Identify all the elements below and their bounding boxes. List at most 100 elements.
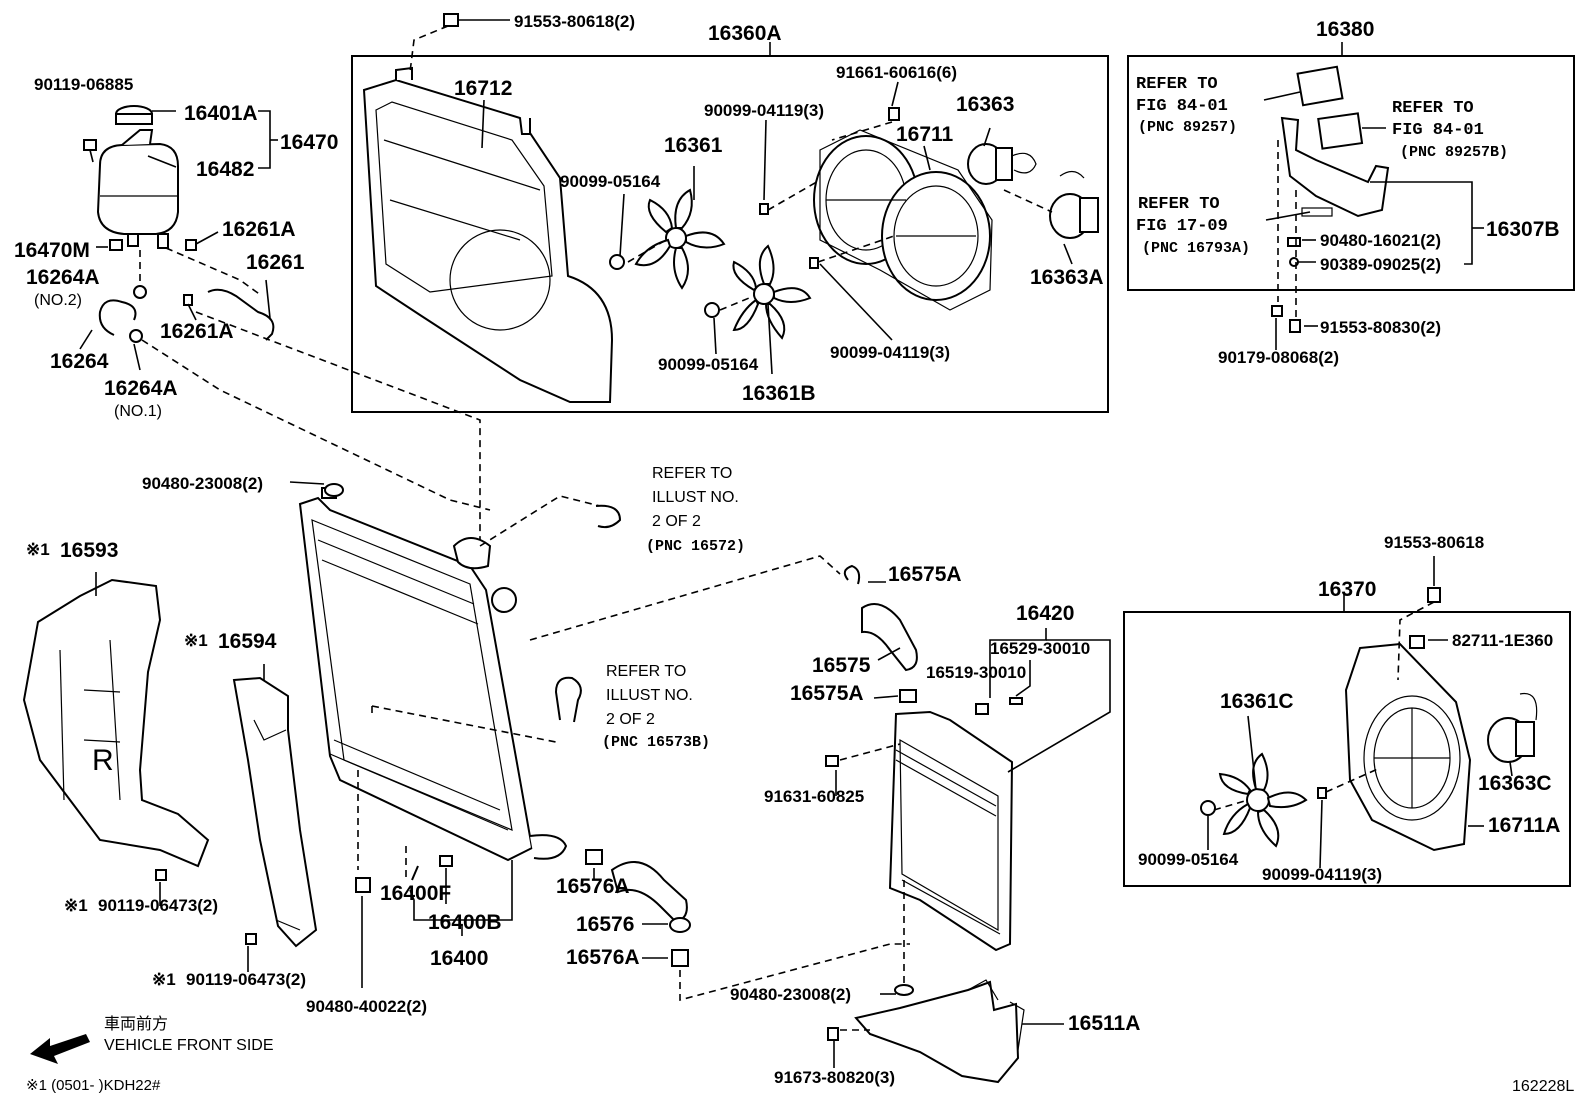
label-16470M: 16470M [14, 239, 90, 262]
label-90480-40022-2: 90480-40022(2) [306, 997, 427, 1016]
ref-16573B-line3: 2 OF 2 [606, 711, 655, 728]
label-16519-30010: 16519-30010 [926, 663, 1026, 682]
label-16361C: 16361C [1220, 690, 1294, 713]
hose-ref-16572 [595, 504, 622, 529]
radiator-16420 [888, 710, 1014, 952]
label-90119-06473-2-b: 90119-06473(2) [186, 970, 306, 989]
clamp-16576A-a [585, 849, 603, 865]
bolt-91631-60825 [825, 755, 839, 767]
shroud-16711A [1344, 642, 1472, 852]
label-16482: 16482 [196, 158, 254, 181]
cushion-90480-40022 [355, 877, 371, 893]
label-16575A-b: 16575A [790, 682, 864, 705]
group-box-16380 [1127, 55, 1575, 291]
front-arrow-icon [30, 1034, 90, 1064]
clip-90389-09025 [1289, 257, 1299, 267]
clamp-16261A [185, 239, 197, 251]
label-16575A-a: 16575A [888, 563, 962, 586]
mark-16593: ※1 [26, 540, 50, 559]
ref-16572-line1: REFER TO [652, 465, 732, 482]
ref-16793A-line1: REFER TO [1138, 195, 1220, 214]
label-16401A: 16401A [184, 102, 258, 125]
bolt-91661-60616 [888, 107, 900, 121]
mark-90119-06473-a: ※1 [64, 896, 88, 915]
label-16511A: 16511A [1068, 1012, 1140, 1035]
label-no2: (NO.2) [34, 292, 82, 309]
label-16576A-a: 16576A [556, 875, 630, 898]
ref-16573B-line2: ILLUST NO. [606, 687, 693, 704]
svg-text:R: R [92, 744, 114, 777]
label-16712: 16712 [454, 77, 512, 100]
applicability-note: ※1 (0501- )KDH22# [26, 1077, 161, 1094]
label-91673-80820-3: 91673-80820(3) [774, 1068, 895, 1087]
bolt-91553-80618 [1427, 587, 1441, 603]
clamp-16575A-a [843, 564, 861, 585]
ref-16793A-line3: (PNC 16793A) [1142, 240, 1250, 257]
ref-16572-line3: 2 OF 2 [652, 513, 701, 530]
fan-16361C [1218, 752, 1308, 848]
bolt-91673-80820 [827, 1027, 839, 1041]
bolt-90119-06473-a [155, 869, 167, 881]
ref-89257-line2: FIG 84-01 [1136, 97, 1228, 116]
ref-16572-line2: ILLUST NO. [652, 489, 739, 506]
label-90480-16021-2: 90480-16021(2) [1320, 231, 1441, 250]
label-90389-09025-2: 90389-09025(2) [1320, 255, 1441, 274]
label-16420: 16420 [1016, 602, 1074, 625]
label-16360A: 16360A [708, 22, 782, 45]
baffle-16593: R [22, 578, 210, 868]
label-90099-04119-3-a: 90099-04119(3) [704, 101, 824, 120]
label-16261A-b: 16261A [160, 320, 234, 343]
label-16264A-no1: 16264A [104, 377, 178, 400]
bolt-91553-80618-2 [443, 13, 459, 27]
drain-16400F [411, 865, 419, 881]
label-16400B: 16400B [428, 911, 502, 934]
label-91553-80618: 91553-80618 [1384, 533, 1484, 552]
fan-16361B [732, 244, 812, 340]
label-90099-05164-b: 90099-05164 [658, 355, 759, 374]
label-90480-23008-2-a: 90480-23008(2) [142, 474, 263, 493]
cushion-90480-23008-b [894, 984, 914, 996]
ref-89257B-line1: REFER TO [1392, 99, 1474, 118]
ref-89257B-line3: (PNC 89257B) [1400, 144, 1508, 161]
label-91631-60825: 91631-60825 [764, 787, 864, 806]
group-box-16360A [351, 55, 1109, 413]
mark-90119-06473-b: ※1 [152, 970, 176, 989]
ref-16573B-line4: (PNC 16573B) [602, 734, 710, 751]
motor-16363C [1487, 692, 1538, 763]
group-box-16370 [1123, 611, 1571, 887]
shroud-16712 [362, 66, 614, 403]
fan-16361 [634, 188, 726, 290]
clamp-16261A-b [183, 294, 193, 306]
label-90099-04119-3-b: 90099-04119(3) [830, 343, 950, 362]
nut-90099-05164-b [704, 302, 720, 318]
ref-89257B-line2: FIG 84-01 [1392, 121, 1484, 140]
hose-ref-16573B [554, 676, 582, 723]
clamp-16264A-no1 [129, 329, 143, 343]
front-side-label-jp: 車両前方 [104, 1015, 168, 1033]
cap-16470M [109, 239, 123, 251]
hose-16576 [610, 861, 688, 924]
label-16361B: 16361B [742, 382, 816, 405]
radiator-16400 [298, 487, 568, 862]
plug-16529-30010 [1009, 697, 1023, 705]
bolt-90099-04119-c [1317, 787, 1327, 799]
label-16529-30010: 16529-30010 [990, 639, 1090, 658]
label-16576A-b: 16576A [566, 946, 640, 969]
drain-plug-16400B [439, 855, 453, 867]
hose-16575 [861, 603, 918, 672]
label-16711A: 16711A [1488, 814, 1560, 837]
label-16261A: 16261A [222, 218, 296, 241]
label-90119-06473-2-a: 90119-06473(2) [98, 896, 218, 915]
ref-16793A-line2: FIG 17-09 [1136, 217, 1228, 236]
label-16576: 16576 [576, 913, 634, 936]
plug-16519-30010 [975, 703, 989, 715]
label-91661-60616-6: 91661-60616(6) [836, 63, 957, 82]
ref-89257-line1: REFER TO [1136, 75, 1218, 94]
cushion-90480-23008-a [324, 483, 344, 497]
motor-16363 [967, 143, 1037, 185]
label-16470: 16470 [280, 131, 338, 154]
label-16400: 16400 [430, 947, 488, 970]
label-91553-80830-2: 91553-80830(2) [1320, 318, 1441, 337]
label-16363A: 16363A [1030, 266, 1104, 289]
